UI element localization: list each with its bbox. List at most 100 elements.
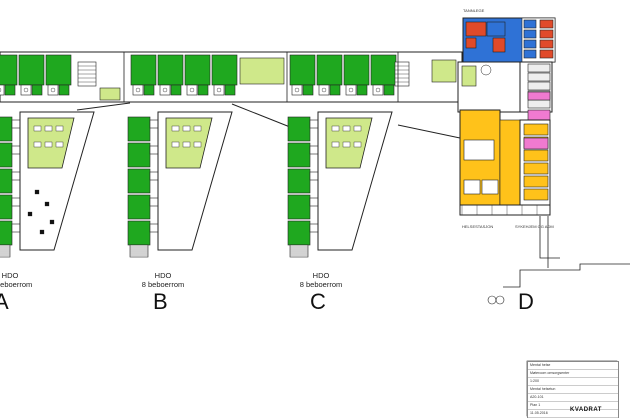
bathroom [11,171,21,181]
dental-room [523,39,537,49]
service-room [465,21,487,37]
resident-room [287,168,311,194]
dining-table [193,141,202,148]
bathroom [309,119,319,129]
fixture [189,87,195,93]
service-room [465,37,477,49]
service-room [539,39,554,49]
service-room [492,37,506,53]
resident-room [127,194,151,220]
dining-table [342,125,351,132]
chair [34,189,40,195]
resident-room [370,54,397,86]
bathroom [224,84,236,96]
logo-text: KVADRAT [570,407,602,413]
bathroom [143,84,155,96]
bathroom [11,119,21,129]
wing-a-caption: HDO [1,271,19,280]
service-room [539,19,554,29]
bathroom [197,84,209,96]
dining-table [44,125,53,132]
title-row: Mental helse [528,362,618,370]
bathroom [213,84,225,96]
utility-room [99,87,121,101]
resident-room [18,54,45,86]
bathroom [47,84,59,96]
resident-room [289,54,316,86]
wing-a-subcaption: 8 beboerrom [0,280,33,289]
chair [27,211,33,217]
service-room [539,49,554,59]
round-table [480,64,492,76]
bathroom [372,84,384,96]
dining-table [331,125,340,132]
meeting-room [463,139,495,161]
bathroom [149,171,159,181]
office [527,72,551,82]
office [527,99,551,109]
bathroom [329,84,341,96]
resident-room [0,220,13,246]
tree-symbol [487,295,497,305]
bathroom [291,84,303,96]
chair [49,219,55,225]
fixture [162,87,168,93]
dining-table [171,141,180,148]
dental-room [523,29,537,39]
architect-logo: KVADRAT [570,407,602,413]
fixture [294,87,300,93]
bathroom [58,84,70,96]
resident-room [184,54,211,86]
wing-b-letter: B [153,289,168,314]
dining-table [182,125,191,132]
title-row: 11.05.2016 [528,410,618,418]
title-row: Mental helsetun [528,386,618,394]
bathroom [4,84,16,96]
wing-c-subcaption: 8 beboerrom [299,280,343,289]
wing-b-subcaption: 8 beboerrom [141,280,185,289]
chair [44,201,50,207]
resident-room [127,220,151,246]
bathroom [309,197,319,207]
wing-d-letter: D [518,289,534,314]
staff-room [527,91,551,101]
common-room [431,59,457,83]
site-line [503,263,630,288]
resident-room [45,54,72,86]
resident-room [127,116,151,142]
bathroom [31,84,43,96]
dining-table [55,125,64,132]
bathroom [11,145,21,155]
room-label-health: HELSESTASJON [462,224,494,229]
admin-office [523,188,549,201]
resident-room [287,142,311,168]
dental-room [523,19,537,29]
diagonal-wall [397,124,461,139]
fixture [50,87,56,93]
diagonal-wall [231,103,291,128]
admin-office [523,123,549,136]
room-label-dental: TANNLEGE [463,8,485,13]
dining-table [33,141,42,148]
wing-c-letter: C [310,289,326,314]
entrance-terrace [459,204,551,216]
bathroom [383,84,395,96]
bathroom [356,84,368,96]
dining-table [171,125,180,132]
health-center-wing [499,119,521,207]
diagonal-wall [76,102,131,111]
bathroom [149,223,159,233]
bathroom [11,197,21,207]
resident-room [127,168,151,194]
fixture [0,88,2,92]
office [527,81,551,91]
resident-room [316,54,343,86]
fixture [348,87,354,93]
staff-room [527,109,551,121]
bathroom [149,197,159,207]
fixture [216,87,222,93]
resident-room [343,54,370,86]
bathroom [345,84,357,96]
resident-room [0,54,18,86]
dining-table [331,141,340,148]
